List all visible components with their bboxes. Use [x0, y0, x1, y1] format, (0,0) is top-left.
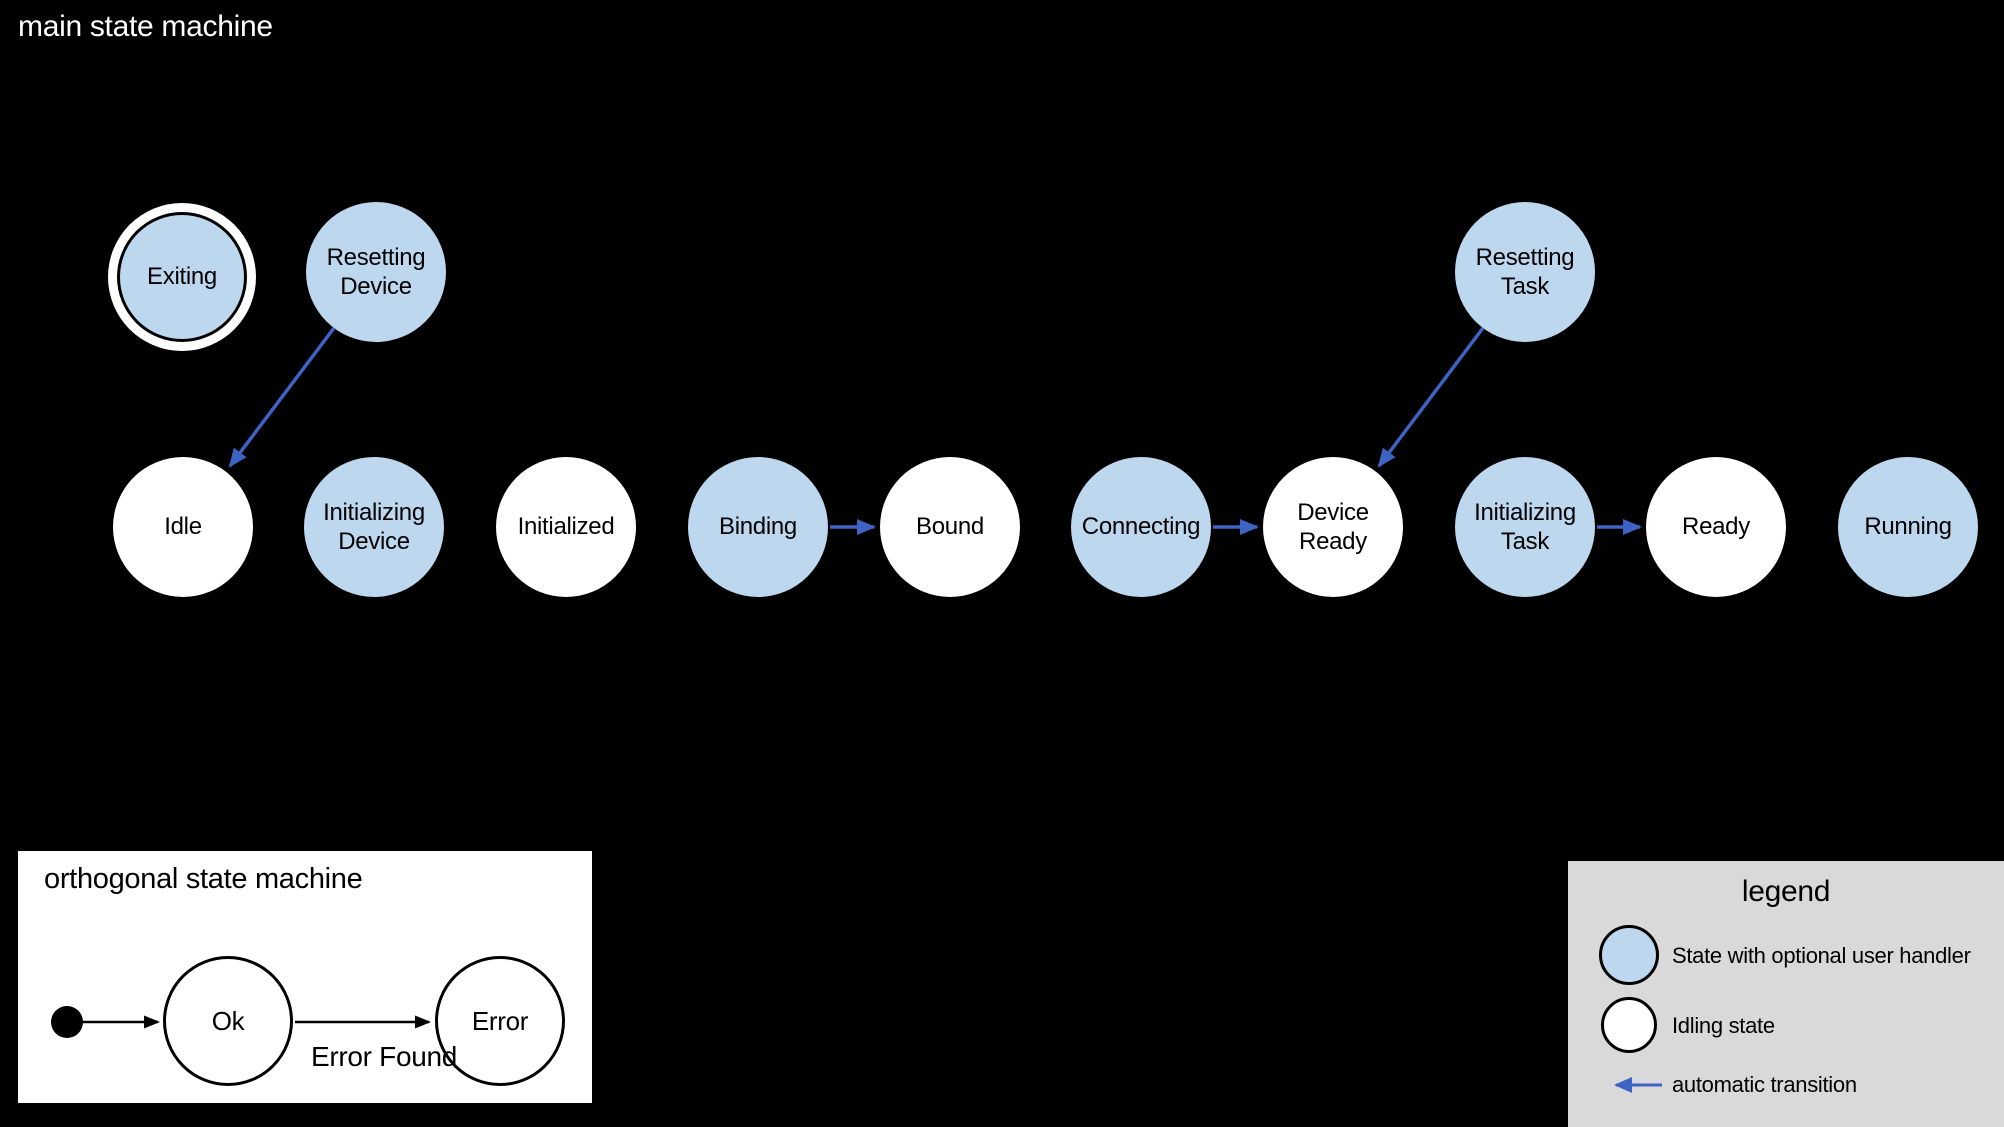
automatic-transition-arrow-icon	[1614, 1077, 1662, 1093]
legend-panel: legend State with optional user handler …	[1568, 861, 2004, 1127]
main-title: main state machine	[18, 10, 273, 43]
state-label: Resetting Device	[326, 243, 426, 300]
state-bound: Bound	[880, 457, 1020, 597]
state-label: Exiting	[147, 263, 217, 291]
state-label: Binding	[719, 513, 797, 541]
state-binding: Binding	[688, 457, 828, 597]
state-label: Idle	[164, 513, 202, 541]
state-label: Device Ready	[1297, 498, 1369, 555]
transition-label-error-found: Error Found	[310, 1041, 458, 1072]
state-label: Resetting Task	[1475, 243, 1575, 300]
state-device-ready: Device Ready	[1263, 457, 1403, 597]
legend-item-label: automatic transition	[1672, 1072, 1857, 1097]
orthogonal-state-machine-panel: orthogonal state machine Ok Error Error …	[18, 851, 592, 1103]
state-initialized: Initialized	[496, 457, 636, 597]
handler-state-swatch	[1599, 925, 1659, 985]
state-ok: Ok	[163, 956, 293, 1086]
state-label: Connecting	[1081, 513, 1201, 541]
state-label: Initializing Device	[323, 498, 425, 555]
state-label: Initializing Task	[1474, 498, 1576, 555]
legend-item-label: Idling state	[1672, 1013, 1775, 1038]
arrow-resetting-device-to-idle	[228, 326, 336, 468]
initial-state-dot	[51, 1006, 83, 1038]
state-label: Ok	[211, 1005, 245, 1036]
state-exiting: Exiting	[117, 212, 247, 342]
idling-state-swatch	[1601, 997, 1657, 1053]
legend-title: legend	[1741, 875, 1831, 908]
state-label: Running	[1864, 513, 1952, 541]
state-label: Initialized	[517, 513, 615, 541]
state-label: Error	[471, 1005, 529, 1036]
legend-item-label: State with optional user handler	[1672, 943, 1971, 968]
state-resetting-task: Resetting Task	[1455, 202, 1595, 342]
state-connecting: Connecting	[1071, 457, 1211, 597]
state-initializing-device: Initializing Device	[304, 457, 444, 597]
state-running: Running	[1838, 457, 1978, 597]
state-label: Ready	[1682, 513, 1750, 541]
state-label: Bound	[916, 513, 984, 541]
state-error: Error	[435, 956, 565, 1086]
state-idle: Idle	[113, 457, 253, 597]
state-resetting-device: Resetting Device	[306, 202, 446, 342]
state-ready: Ready	[1646, 457, 1786, 597]
orthogonal-title: orthogonal state machine	[44, 863, 363, 895]
arrow-resetting-task-to-device-ready	[1377, 326, 1485, 468]
state-initializing-task: Initializing Task	[1455, 457, 1595, 597]
